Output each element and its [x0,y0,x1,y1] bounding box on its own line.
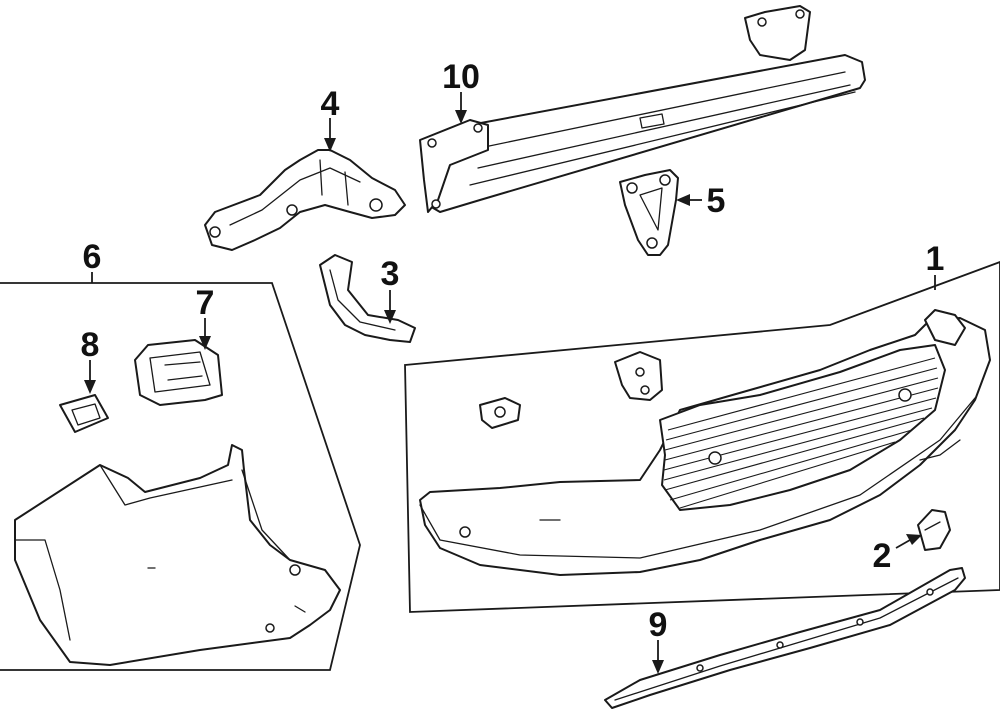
part-1-group-box [404,261,1000,613]
part-1-bumper-cover[interactable] [419,309,991,576]
callout-10[interactable]: 10 [442,58,480,96]
grille-slats [663,357,939,509]
callout-1[interactable]: 1 [926,240,945,278]
callout-3[interactable]: 3 [381,255,400,293]
callout-9[interactable]: 9 [649,606,668,644]
callout-labels: 10 4 5 3 6 7 8 1 2 9 [81,58,945,644]
part-9-molding-strip[interactable] [604,567,966,709]
callout-4[interactable]: 4 [321,85,340,123]
part-2-tow-hook-cover[interactable] [917,509,951,551]
part-8-clip[interactable] [59,394,109,433]
part-4-bumper-bracket[interactable] [204,149,406,251]
part-5-mount-bracket[interactable] [619,169,679,256]
callout-8[interactable]: 8 [81,326,100,364]
part-7-retainer[interactable] [134,339,223,406]
callout-5[interactable]: 5 [707,182,726,220]
part-10-reinforcement-bar[interactable] [419,5,866,213]
part-6-group-box [0,282,361,671]
leader-lines [84,92,936,674]
callout-6[interactable]: 6 [83,238,102,276]
callout-7[interactable]: 7 [196,284,215,322]
part-3-bracket[interactable] [319,254,416,343]
callout-2[interactable]: 2 [873,537,892,575]
part-6-bumper-side-cover[interactable] [14,444,341,666]
